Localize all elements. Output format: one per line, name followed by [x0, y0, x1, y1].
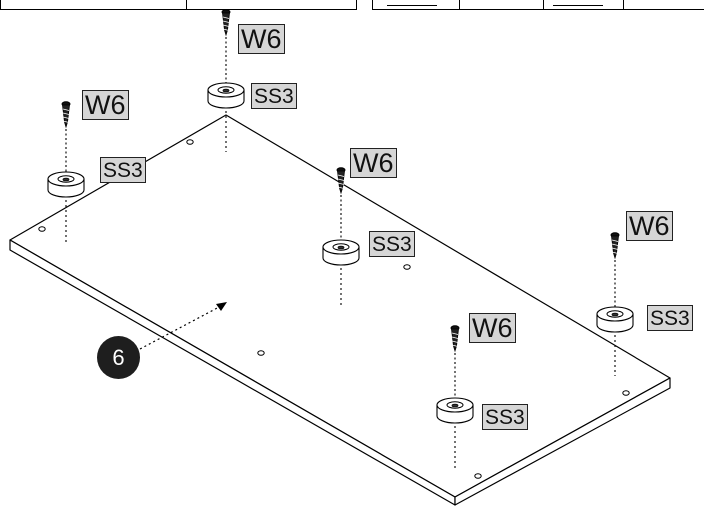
screw-label: W6 — [626, 211, 673, 241]
screw-label: W6 — [469, 313, 516, 343]
foot-label: SS3 — [369, 231, 415, 257]
screw-thread — [337, 182, 345, 185]
screw-foot-assembly — [596, 232, 634, 376]
foot-label: SS3 — [100, 157, 146, 183]
screw-shank — [222, 12, 230, 37]
screw-shank — [62, 104, 70, 129]
parts-table-left-fragment — [0, 0, 357, 10]
panel-right-edge — [454, 377, 671, 506]
hole — [257, 350, 265, 356]
screw-thread — [337, 178, 345, 181]
screw-foot-assembly — [47, 101, 85, 242]
screw-thread — [611, 243, 619, 246]
hole — [186, 139, 194, 145]
screw-thread — [451, 340, 459, 343]
foot-label: SS3 — [647, 305, 693, 331]
screw-thread — [62, 116, 70, 119]
screw-foot-assembly — [436, 325, 474, 468]
screw-thread — [337, 186, 345, 189]
screw-thread — [222, 24, 230, 27]
hole — [38, 226, 46, 232]
foot-hole — [451, 403, 459, 408]
step-leader-arrow — [216, 302, 227, 311]
step-number-badge: 6 — [97, 336, 140, 379]
foot-hole — [222, 88, 230, 93]
screw-foot-assembly — [207, 9, 245, 152]
foot-hole — [337, 245, 345, 250]
panel-holes — [38, 139, 630, 479]
screw-shank — [611, 235, 619, 260]
hole — [474, 473, 482, 479]
screw-thread — [62, 120, 70, 123]
screw-thread — [451, 344, 459, 347]
screw-thread — [611, 247, 619, 250]
step-leader-line — [139, 305, 222, 350]
screw-thread — [222, 20, 230, 23]
screw-thread — [611, 239, 619, 242]
screw-label: W6 — [82, 90, 129, 120]
screw-foot-assembly — [322, 167, 360, 308]
foot-hole — [62, 177, 70, 182]
screw-thread — [451, 336, 459, 339]
screw-thread — [222, 28, 230, 31]
screw-thread — [611, 251, 619, 254]
screw-label: W6 — [238, 24, 285, 54]
parts-table-right-fragment — [372, 0, 704, 10]
screw-thread — [62, 112, 70, 115]
screw-thread — [222, 16, 230, 19]
screw-thread — [337, 174, 345, 177]
foot-hole — [611, 312, 619, 317]
screw-label: W6 — [350, 148, 397, 178]
hole — [622, 390, 630, 396]
foot-label: SS3 — [251, 83, 297, 109]
screw-thread — [451, 332, 459, 335]
foot-label: SS3 — [482, 404, 528, 430]
screw-thread — [62, 108, 70, 111]
hole — [403, 264, 411, 270]
